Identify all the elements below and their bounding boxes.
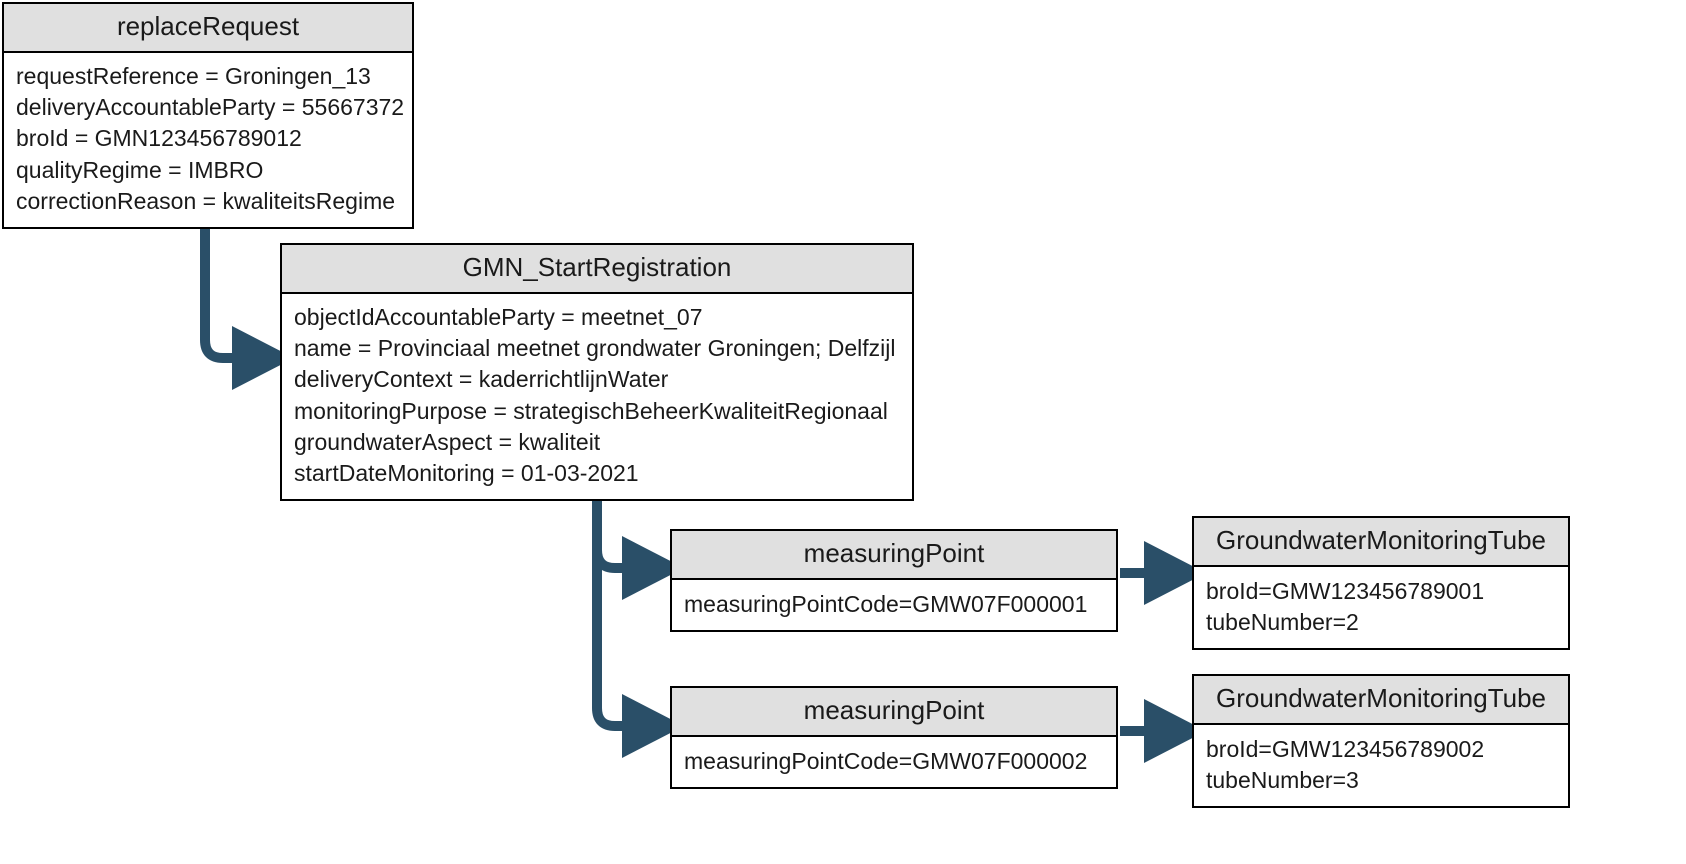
node-title-measuring-point-2: measuringPoint [672,688,1116,737]
attribute-row: monitoringPurpose = strategischBeheerKwa… [294,397,888,424]
attribute-row: qualityRegime = IMBRO [16,156,264,183]
attribute-row: measuringPointCode=GMW07F000001 [684,590,1088,617]
attribute-row: broId=GMW123456789001 [1206,577,1485,604]
attribute-row: deliveryContext = kaderrichtlijnWater [294,366,669,393]
node-measuring-point-2[interactable]: measuringPoint measuringPointCode=GMW07F… [670,686,1118,790]
attribute-row: objectIdAccountableParty = meetnet_07 [294,303,703,330]
attribute-row: name = Provinciaal meetnet grondwater Gr… [294,335,896,362]
node-body-gmn-start-registration: objectIdAccountableParty = meetnet_07 na… [282,294,912,500]
attribute-row: deliveryAccountableParty = 55667372 [16,94,405,121]
attribute-row: measuringPointCode=GMW07F000002 [684,747,1088,774]
attribute-row: correctionReason = kwaliteitsRegime [16,187,396,214]
node-replace-request[interactable]: replaceRequest requestReference = Gronin… [2,2,414,230]
attribute-row: groundwaterAspect = kwaliteit [294,428,601,455]
connector-gmn-start-to-measuring-point-2 [592,472,685,758]
node-groundwater-monitoring-tube-1[interactable]: GroundwaterMonitoringTube broId=GMW12345… [1192,516,1570,651]
node-body-groundwater-monitoring-tube-1: broId=GMW123456789001 tubeNumber=2 [1194,567,1568,649]
attribute-row: broId = GMN123456789012 [16,125,302,152]
node-body-groundwater-monitoring-tube-2: broId=GMW123456789002 tubeNumber=3 [1194,725,1568,807]
node-gmn-start-registration[interactable]: GMN_StartRegistration objectIdAccountabl… [280,243,914,502]
node-measuring-point-1[interactable]: measuringPoint measuringPointCode=GMW07F… [670,529,1118,633]
node-title-groundwater-monitoring-tube-2: GroundwaterMonitoringTube [1194,676,1568,725]
node-body-replace-request: requestReference = Groningen_13 delivery… [4,53,412,227]
node-body-measuring-point-2: measuringPointCode=GMW07F000002 [672,737,1116,787]
node-body-measuring-point-1: measuringPointCode=GMW07F000001 [672,580,1116,630]
node-title-groundwater-monitoring-tube-1: GroundwaterMonitoringTube [1194,518,1568,567]
attribute-row: broId=GMW123456789002 [1206,735,1485,762]
attribute-row: tubeNumber=2 [1206,609,1359,636]
attribute-row: tubeNumber=3 [1206,767,1359,794]
attribute-row: startDateMonitoring = 01-03-2021 [294,460,639,487]
node-title-gmn-start-registration: GMN_StartRegistration [282,245,912,294]
node-title-replace-request: replaceRequest [4,4,412,53]
node-title-measuring-point-1: measuringPoint [672,531,1116,580]
node-groundwater-monitoring-tube-2[interactable]: GroundwaterMonitoringTube broId=GMW12345… [1192,674,1570,809]
attribute-row: requestReference = Groningen_13 [16,62,371,89]
